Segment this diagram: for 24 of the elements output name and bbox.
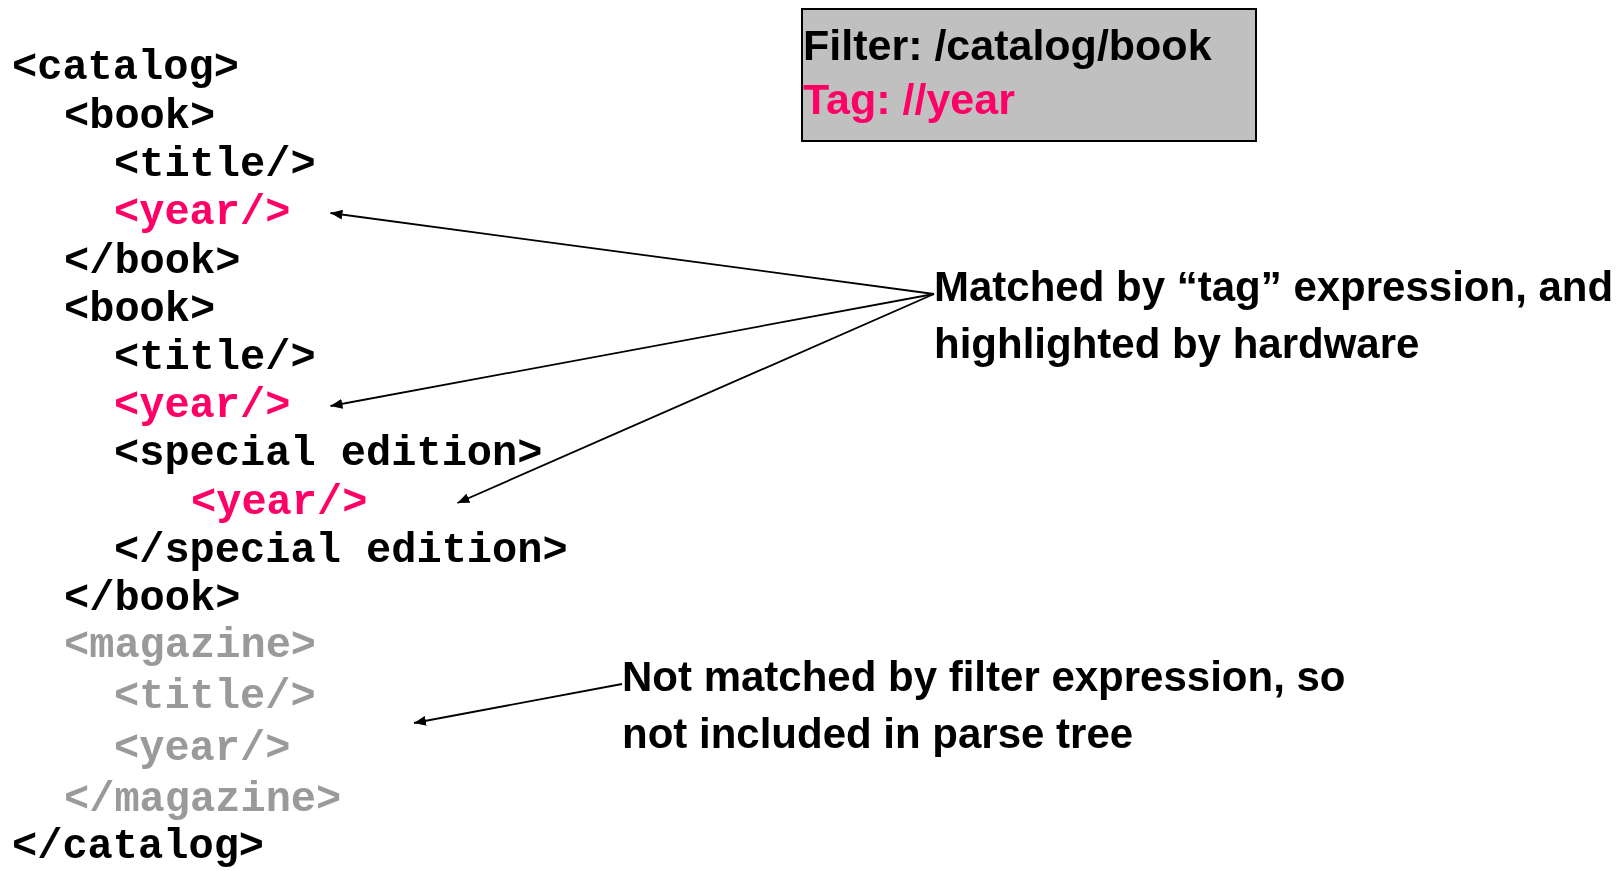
code-line: <year/> — [191, 479, 368, 527]
code-line: <catalog> — [12, 46, 239, 90]
code-line: <title/> — [114, 143, 316, 187]
filter-box: Filter: /catalog/book Tag: //year — [801, 8, 1257, 142]
code-line: <year/> — [114, 725, 291, 773]
code-line: </catalog> — [12, 825, 265, 869]
arrow — [456, 293, 935, 504]
code-line: </book> — [64, 577, 241, 621]
arrow — [329, 209, 935, 295]
code-line: <book> — [64, 95, 216, 139]
code-line: <special edition> — [114, 432, 543, 476]
code-line: <title/> — [114, 336, 316, 380]
arrow — [413, 683, 623, 726]
arrow — [329, 293, 935, 409]
code-line: <book> — [64, 288, 216, 332]
code-line: </magazine> — [64, 776, 342, 824]
code-line: <magazine> — [64, 622, 317, 670]
code-line: </book> — [64, 240, 241, 284]
code-line: <year/> — [114, 189, 291, 237]
code-line: <title/> — [114, 673, 316, 721]
code-line: </special edition> — [114, 529, 568, 573]
code-line: <year/> — [114, 382, 291, 430]
annotation-text: Not matched by filter expression, so not included in parse tree — [622, 648, 1382, 762]
annotation-text: Matched by “tag” expression, and highlighted by hardware — [934, 258, 1621, 372]
